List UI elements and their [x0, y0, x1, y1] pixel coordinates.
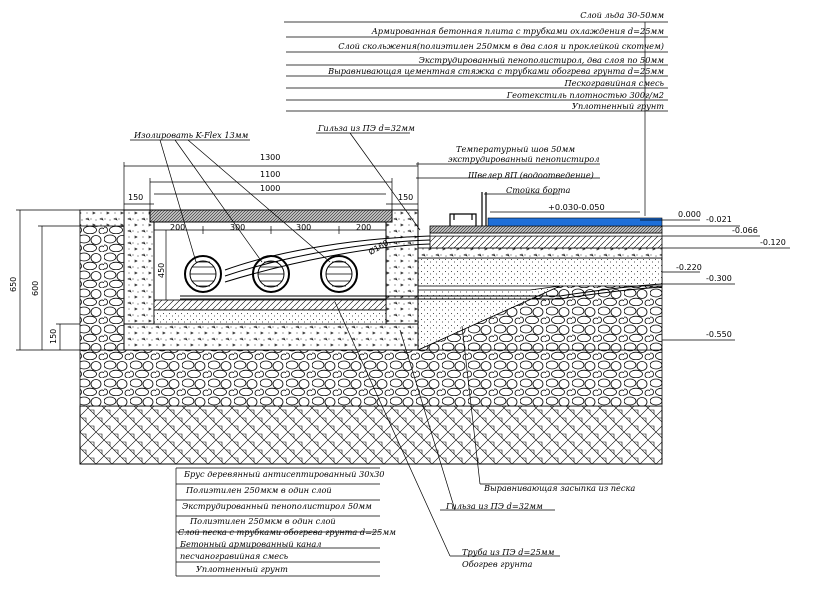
top-layer-label-6: Пескогравийная смесь — [564, 78, 664, 88]
channel-left-wall — [123, 209, 155, 325]
dim-1000: 1000 — [260, 184, 281, 193]
dim-300-right: 300 — [296, 223, 312, 232]
dim-450: 450 — [157, 262, 166, 278]
level-0220: -0.220 — [676, 263, 702, 272]
slide-layer — [429, 232, 663, 237]
sleeve-top-callout: Гильза из ПЭ d=32мм — [318, 123, 415, 133]
board-post-callout: Стойка борта — [506, 185, 571, 195]
dim-200-left: 200 — [170, 223, 186, 232]
top-layer-label-5: Выравнивающая цементная стяжка с трубкам… — [328, 66, 664, 76]
bottom-layer-label-2: Полиэтилен 250мкм в один слой — [186, 485, 332, 495]
dim-150-left: 150 — [128, 193, 144, 202]
channel-lid — [149, 209, 393, 223]
gravel-layer-lower — [79, 349, 663, 407]
screed-layer — [417, 247, 663, 259]
bottom-layer-label-6: Бетонный армированный канал — [180, 539, 322, 549]
gravel-left-column — [79, 209, 125, 351]
bottom-layer-label-1: Брус деревянный антисептированный 30х30 — [184, 469, 385, 479]
left-top-block — [79, 209, 125, 227]
bottom-layer-label-4: Полиэтилен 250мкм в один слой — [190, 516, 336, 526]
sand-fill-callout: Выравнивающая засыпка из песка — [484, 483, 636, 493]
level-range-callout: +0.030-0.050 — [548, 202, 605, 212]
pipe-middle — [252, 255, 290, 293]
dim-300-left: 300 — [230, 223, 246, 232]
channel-sand-bottom — [153, 309, 387, 325]
temp-joint-callout-1: Температурный шов 50мм — [456, 144, 576, 154]
xps-layers — [429, 235, 663, 249]
temp-joint-callout-2: экструдированный пенопистирол — [448, 154, 600, 164]
dim-1100: 1100 — [260, 170, 281, 179]
bottom-layer-label-3: Экструдированный пенополистирол 50мм — [182, 501, 372, 511]
pipe-left — [184, 255, 222, 293]
pipe-callout: Труба из ПЭ d=25мм — [462, 547, 555, 557]
dimension-lines — [16, 162, 419, 351]
level-0300: -0.300 — [706, 274, 732, 283]
level-0120: -0.120 — [760, 238, 786, 247]
ice-layer — [487, 217, 663, 227]
board-post — [481, 192, 487, 226]
callout-leaders — [130, 132, 620, 577]
dim-1300: 1300 — [260, 153, 281, 162]
bottom-layer-label-5: Слой песка с трубками обогрева грунта d=… — [178, 527, 396, 537]
sand-gravel-right — [417, 257, 663, 287]
level-0021: -0.021 — [706, 215, 732, 224]
dim-650: 650 — [9, 276, 18, 292]
top-layer-label-1: Слой льда 30-50мм — [580, 10, 664, 20]
level-0066: -0.066 — [732, 226, 758, 235]
level-0550: -0.550 — [706, 330, 732, 339]
top-layer-label-8: Уплотненный грунт — [572, 101, 664, 111]
cooling-tubes — [180, 235, 663, 300]
top-leaders — [284, 21, 700, 221]
top-layer-label-3: Слой скольжения(полиэтилен 250мкм в два … — [338, 41, 664, 51]
dim-600: 600 — [31, 280, 40, 296]
top-layer-label-4: Экструдированный пенополистирол, два сло… — [418, 55, 664, 65]
concrete-slab — [429, 225, 663, 234]
channel-bottom-slab — [123, 323, 419, 351]
dim-150-right: 150 — [398, 193, 414, 202]
dim-200-right: 200 — [356, 223, 372, 232]
insulation-callout: Изолировать K-Flex 13мм — [134, 130, 249, 140]
channel-xps-bottom — [153, 299, 387, 311]
steel-channel — [449, 213, 477, 226]
level-leaders — [662, 225, 790, 341]
pipe-right — [320, 255, 358, 293]
heating-callout: Обогрев грунта — [462, 559, 533, 569]
top-layer-label-2: Армированная бетонная плита с трубками о… — [371, 26, 664, 36]
channel-right-wall — [385, 209, 419, 325]
bottom-layer-label-8: Уплотненный грунт — [196, 564, 288, 574]
top-layer-label-7: Геотекстиль плотностью 300г/м2 — [506, 90, 664, 100]
level-0000: 0.000 — [678, 210, 701, 219]
sleeve-bottom-callout: Гильза из ПЭ d=32мм — [446, 501, 543, 511]
channel-callout: Швелер 8П (водоотведение) — [468, 170, 594, 180]
dim-150-vert: 150 — [49, 328, 58, 344]
bottom-layer-label-7: песчаногравийная смесь — [180, 551, 289, 561]
compacted-soil-layer — [79, 405, 663, 465]
